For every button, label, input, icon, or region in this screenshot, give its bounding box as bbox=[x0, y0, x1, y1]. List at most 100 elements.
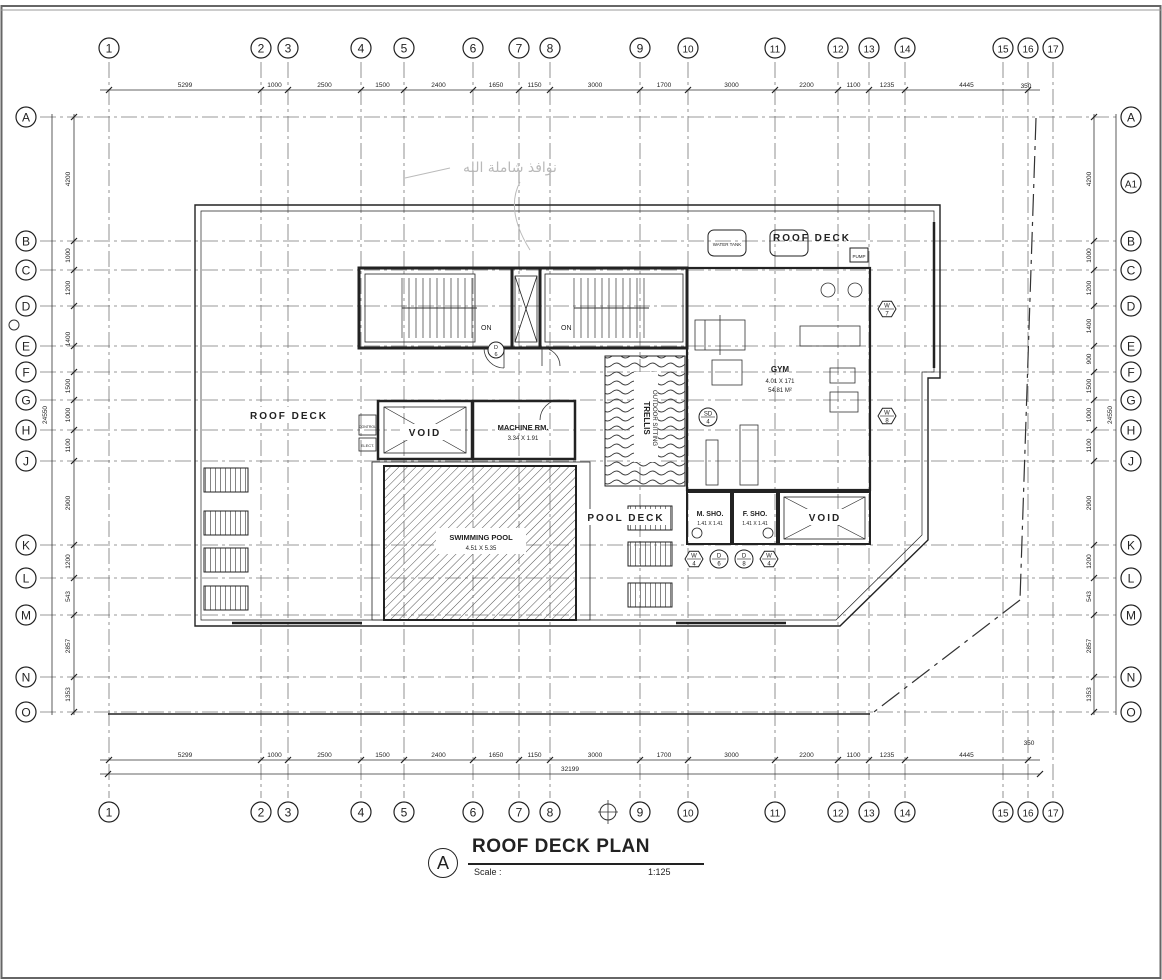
column-dimension-bottom-3: 2500 bbox=[317, 752, 332, 759]
svg-text:SD: SD bbox=[704, 412, 713, 418]
svg-text:16: 16 bbox=[1022, 809, 1034, 820]
grid-bubble-left-N: N bbox=[15, 666, 37, 688]
column-dimension-top-9: 1700 bbox=[657, 82, 672, 89]
gym-area: 54.81 M² bbox=[768, 388, 792, 394]
column-dimension-values: 5299529910001000250025001500150024002400… bbox=[178, 82, 974, 759]
drawing-title: ROOF DECK PLAN bbox=[472, 836, 650, 857]
grid-bubble-bottom-14: 14 bbox=[894, 801, 916, 823]
column-dimension-top-1: 5299 bbox=[178, 82, 193, 89]
svg-text:A: A bbox=[1127, 111, 1135, 125]
svg-text:3: 3 bbox=[285, 806, 292, 820]
grid-bubble-left-F: F bbox=[15, 361, 37, 383]
column-dimension-top-3: 2500 bbox=[317, 82, 332, 89]
sheet-border bbox=[0, 5, 1162, 979]
svg-text:17: 17 bbox=[1047, 809, 1059, 820]
svg-text:6: 6 bbox=[470, 806, 477, 820]
svg-text:8: 8 bbox=[742, 562, 746, 568]
svg-text:4: 4 bbox=[767, 562, 771, 568]
swimming-pool bbox=[383, 465, 577, 621]
grid-bubble-bottom-5: 5 bbox=[393, 801, 415, 823]
svg-text:14: 14 bbox=[899, 45, 911, 56]
svg-text:L: L bbox=[23, 572, 30, 586]
door-swings bbox=[483, 347, 561, 421]
tag-d6b: D6 bbox=[487, 341, 505, 359]
grid-bubble-bottom-16: 16 bbox=[1017, 801, 1039, 823]
pump-label: PUMP bbox=[852, 254, 865, 259]
row-dimension-left-6: 1000 bbox=[65, 407, 72, 422]
tag-w7: W7 bbox=[877, 300, 897, 318]
stair-treads bbox=[401, 278, 649, 338]
grid-row-lines bbox=[40, 116, 1118, 713]
shower-rooms bbox=[686, 491, 778, 545]
tag-d8: D8 bbox=[734, 549, 754, 569]
pool-deck-label: POOL DECK bbox=[587, 513, 664, 524]
svg-text:11: 11 bbox=[770, 45, 781, 56]
grid-bubble-bottom-12: 12 bbox=[827, 801, 849, 823]
svg-text:13: 13 bbox=[863, 809, 875, 820]
grid-bubble-right-B: B bbox=[1120, 230, 1142, 252]
svg-text:1: 1 bbox=[106, 42, 113, 56]
grid-bubble-top-16: 16 bbox=[1017, 37, 1039, 59]
svg-text:B: B bbox=[22, 235, 30, 249]
scale-value: 1:125 bbox=[648, 867, 671, 877]
svg-text:3: 3 bbox=[285, 42, 292, 56]
column-dimension-bottom-8: 3000 bbox=[588, 752, 603, 759]
grid-bubble-bottom-3: 3 bbox=[277, 801, 299, 823]
svg-text:7: 7 bbox=[885, 312, 889, 318]
roof-deck-left-label: ROOF DECK bbox=[250, 411, 328, 422]
tag-w4a: W4 bbox=[684, 550, 704, 568]
side-marker bbox=[8, 319, 20, 331]
svg-text:9: 9 bbox=[637, 42, 644, 56]
grid-bubble-bottom-11: 11 bbox=[764, 801, 786, 823]
stair-on-label-left: ON bbox=[481, 325, 492, 332]
water-tanks bbox=[707, 229, 869, 263]
pool-deck-label-bg bbox=[582, 509, 670, 525]
grid-bubble-bottom-7: 7 bbox=[508, 801, 530, 823]
roof-deck-left-label-bg bbox=[247, 407, 331, 423]
grid-bubble-top-9: 9 bbox=[629, 37, 651, 59]
row-dimension-right-10: 1200 bbox=[1086, 554, 1093, 569]
svg-text:A: A bbox=[22, 111, 30, 125]
grid-bubble-top-10: 10 bbox=[677, 37, 699, 59]
title-underline bbox=[468, 863, 704, 865]
row-dimension-left-8: 2900 bbox=[65, 495, 72, 510]
svg-text:C: C bbox=[1127, 264, 1136, 278]
grid-bubble-top-8: 8 bbox=[539, 37, 561, 59]
row-dimension-right-3: 1200 bbox=[1086, 280, 1093, 295]
column-dimension-top-13: 1235 bbox=[880, 82, 895, 89]
svg-text:O: O bbox=[1126, 706, 1135, 720]
row-dimension-left-12: 1353 bbox=[65, 687, 72, 702]
grid-bubble-top-12: 12 bbox=[827, 37, 849, 59]
grid-bubble-top-17: 17 bbox=[1042, 37, 1064, 59]
grid-bubble-left-E: E bbox=[15, 335, 37, 357]
grid-bubble-top-2: 2 bbox=[250, 37, 272, 59]
svg-text:6: 6 bbox=[470, 42, 477, 56]
svg-text:15: 15 bbox=[997, 809, 1009, 820]
svg-text:W: W bbox=[766, 554, 772, 560]
grid-bubble-bottom-6: 6 bbox=[462, 801, 484, 823]
svg-text:G: G bbox=[1126, 394, 1135, 408]
electrical-panel bbox=[358, 437, 377, 452]
svg-text:D: D bbox=[494, 345, 498, 351]
row-dimension-left-9: 1200 bbox=[65, 554, 72, 569]
grid-bubble-top-11: 11 bbox=[764, 37, 786, 59]
svg-text:G: G bbox=[21, 394, 30, 408]
gym-room bbox=[685, 266, 872, 492]
row-dimension-right-8: 1100 bbox=[1086, 438, 1093, 452]
tag-sd: SD4 bbox=[698, 407, 718, 427]
svg-text:15: 15 bbox=[997, 45, 1009, 56]
dimension-ticks-columns bbox=[104, 86, 1044, 778]
dimension-lines bbox=[51, 89, 1117, 775]
svg-text:12: 12 bbox=[832, 45, 844, 56]
svg-text:D: D bbox=[1127, 300, 1136, 314]
swimming-pool-size: 4.51 X 5.35 bbox=[466, 546, 497, 552]
grid-bubble-bottom-10: 10 bbox=[677, 801, 699, 823]
grid-bubble-right-K: K bbox=[1120, 534, 1142, 556]
svg-text:D: D bbox=[717, 554, 722, 560]
outdoor-sitting-label: OUTDOOR SITTING bbox=[651, 390, 657, 446]
machine-room-size: 3.34 X 1.91 bbox=[508, 436, 539, 442]
void-right-label: VOID bbox=[809, 513, 841, 524]
svg-text:B: B bbox=[1127, 235, 1135, 249]
